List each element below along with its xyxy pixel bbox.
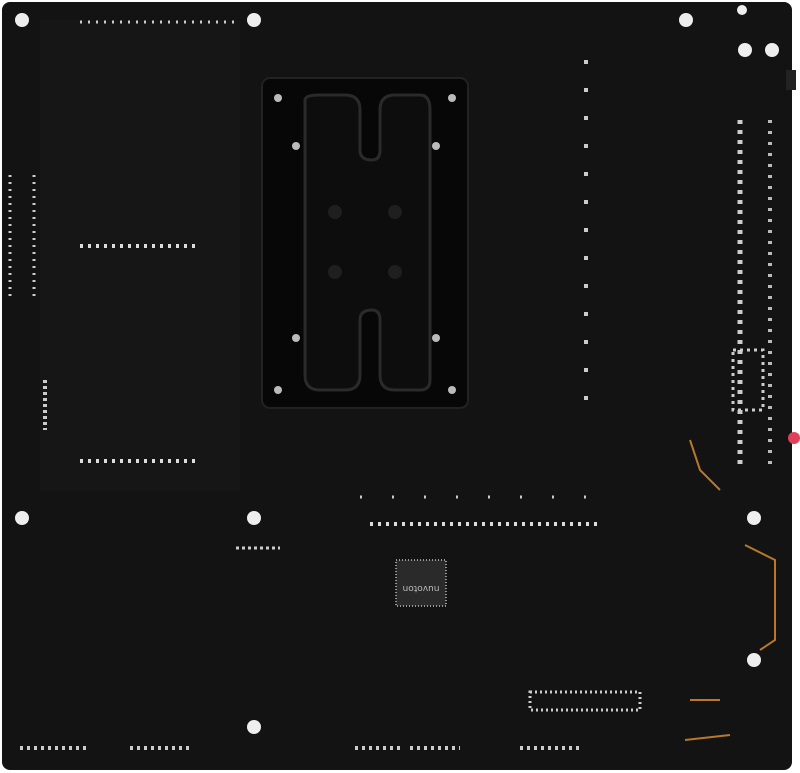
io-shield-edge <box>786 70 796 90</box>
red-header <box>788 432 800 444</box>
traces <box>684 439 776 741</box>
super-io-chip: nuvoton <box>395 559 447 607</box>
solder-pads <box>20 60 772 750</box>
cpu-backplate <box>261 77 469 409</box>
svg-text:nuvoton: nuvoton <box>403 583 440 593</box>
mounting-holes <box>15 5 779 734</box>
ram-slot-area <box>8 20 240 490</box>
